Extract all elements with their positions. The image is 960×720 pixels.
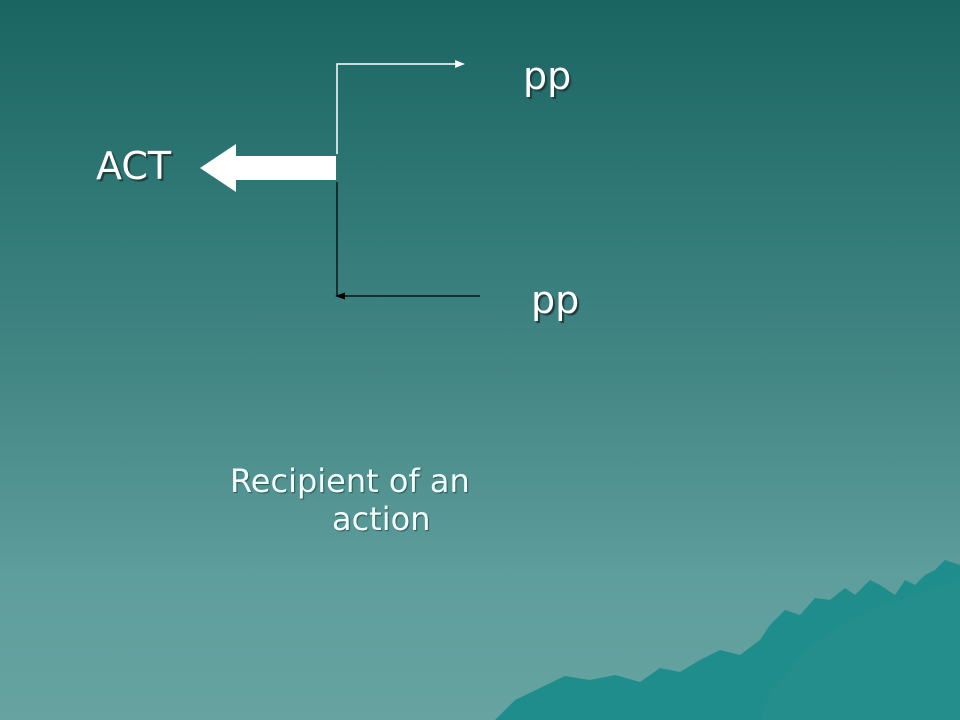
caption-line-2: action — [332, 500, 431, 538]
bottom-connector-arrowhead — [335, 292, 345, 300]
act-label: ACT — [96, 144, 172, 188]
thick-arrow-left — [200, 144, 336, 192]
top-connector-arrowhead — [455, 60, 465, 68]
bottom-connector-line — [336, 182, 480, 297]
top-connector-line — [336, 63, 455, 154]
mountain-highlight — [760, 580, 960, 720]
top-pp-label: pp — [523, 54, 572, 98]
recipient-caption: Recipient of an action — [230, 462, 470, 538]
bottom-pp-label: pp — [531, 278, 580, 322]
caption-line-1: Recipient of an — [230, 462, 470, 500]
